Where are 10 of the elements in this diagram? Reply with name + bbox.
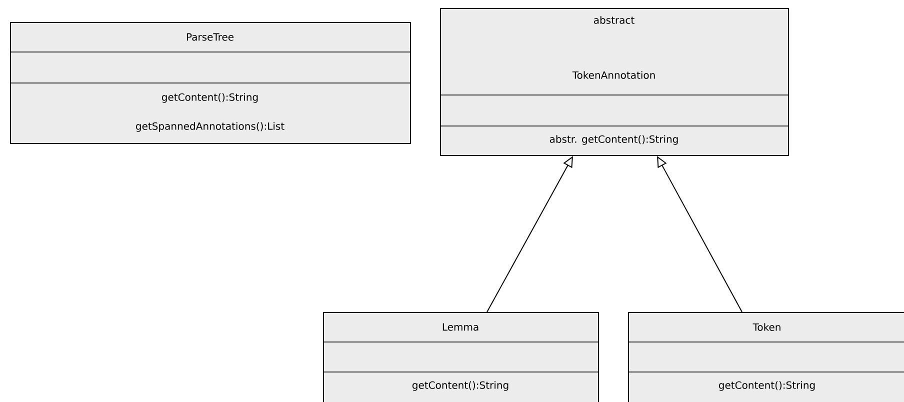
class-name: ParseTree: [186, 33, 234, 41]
class-name: Lemma: [442, 323, 478, 331]
operation-text: getContent():String: [162, 93, 258, 103]
operation-text: getSpannedAnnotations():List: [136, 122, 284, 132]
operation-text: getContent():String: [718, 381, 815, 391]
stereotype-text: abstract: [594, 16, 634, 24]
class-name: TokenAnnotation: [572, 71, 655, 79]
operation-text: getContent():String: [412, 381, 508, 391]
class-name: Token: [752, 323, 780, 331]
operation-text: abstr. getContent():String: [550, 135, 678, 145]
